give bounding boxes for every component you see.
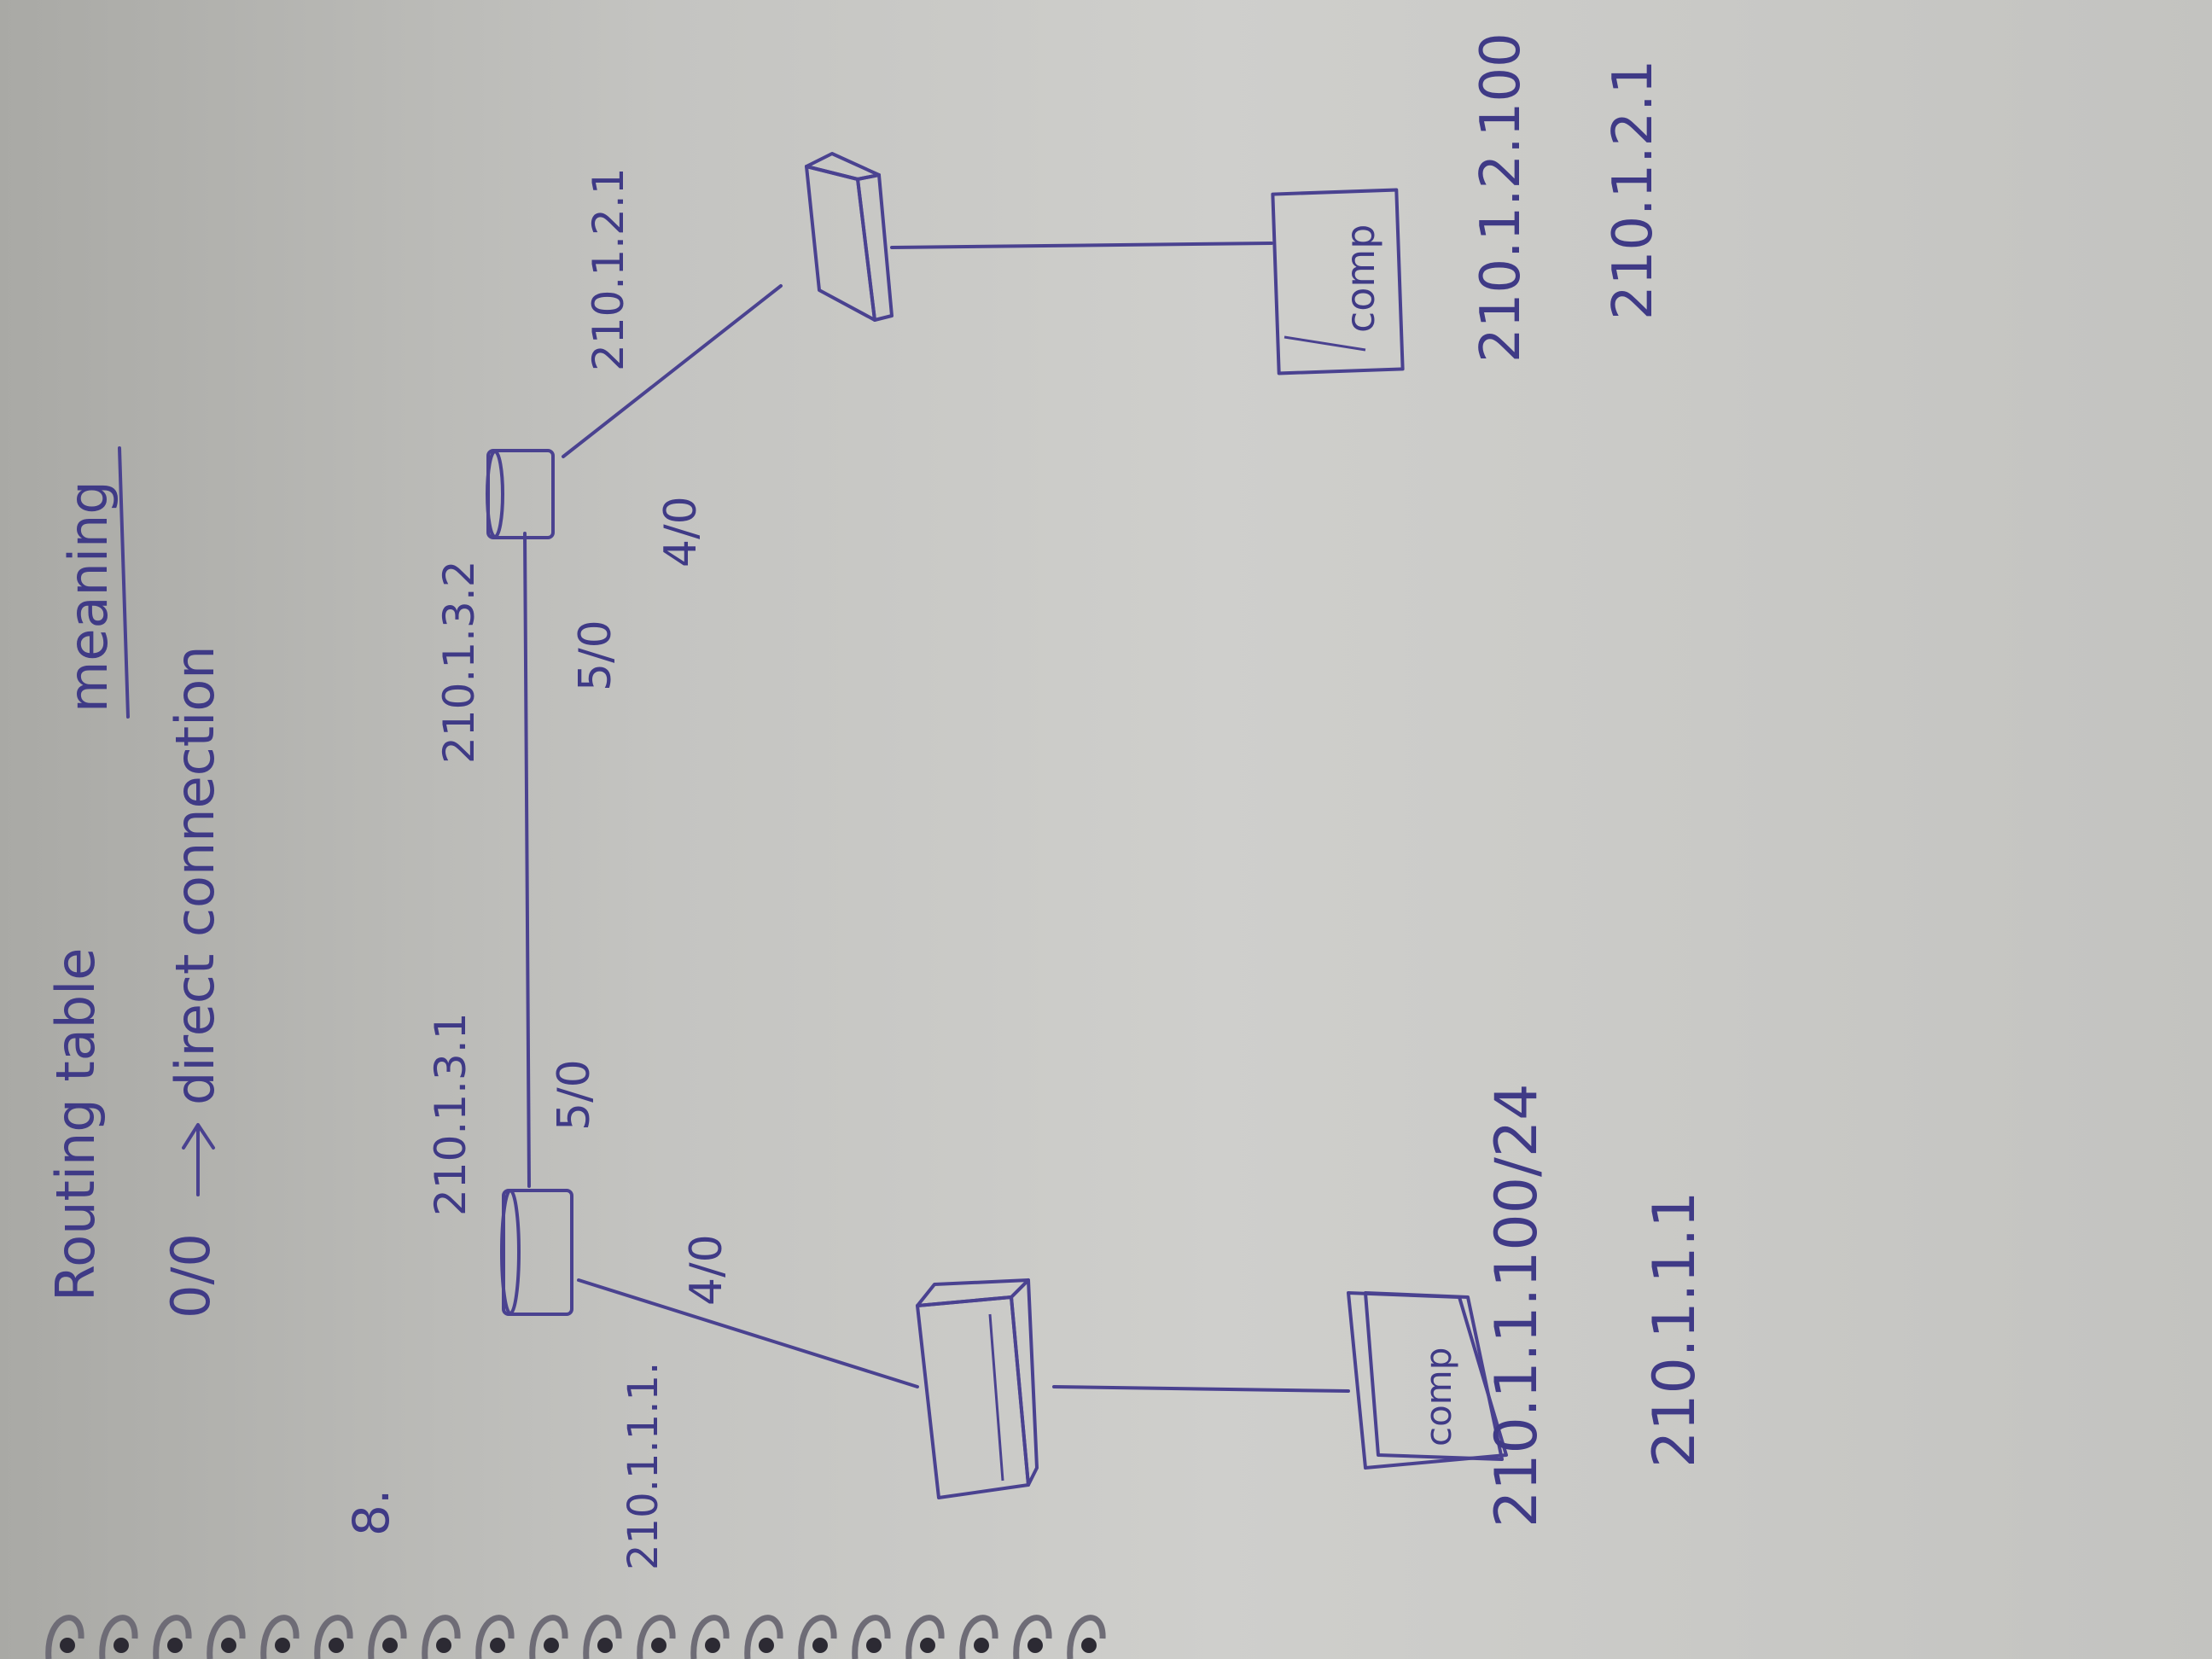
spiral-hole: [167, 1638, 183, 1653]
spiral-hole: [812, 1638, 828, 1653]
pc-right-gateway: 210.1.2.1: [1602, 60, 1665, 320]
pc-left-ip: 210.1.1.100/24: [1483, 1084, 1551, 1528]
spiral-hole: [544, 1638, 559, 1653]
spiral-hole: [382, 1638, 398, 1653]
spiral-ring: [744, 1615, 783, 1659]
meaning-underline: [118, 446, 130, 719]
legend-arrow-icon: [182, 1123, 215, 1196]
spiral-hole: [436, 1638, 451, 1653]
spiral-ring: [475, 1615, 515, 1659]
spiral-ring: [260, 1615, 300, 1659]
switch-right: [805, 152, 894, 322]
pc-right-label: comp: [1337, 224, 1383, 333]
spiral-hole: [920, 1638, 935, 1653]
spiral-ring: [959, 1615, 998, 1659]
spiral-hole: [329, 1638, 344, 1653]
spiral-hole: [114, 1638, 129, 1653]
spiral-ring: [1013, 1615, 1052, 1659]
router-left-port-50: 5/0: [549, 1059, 600, 1131]
spiral-ring: [207, 1615, 246, 1659]
spiral-binding: [45, 1615, 1106, 1659]
router-left-port-40: 4/0: [681, 1234, 732, 1306]
question-number: 8.: [342, 1489, 400, 1536]
router-left-g40-ip: 210.1.1.1.: [620, 1362, 667, 1570]
spiral-ring: [368, 1615, 407, 1659]
legend-meaning: direct connection: [164, 645, 226, 1105]
link-router-left-to-router-right: [523, 532, 531, 1188]
spiral-ring: [637, 1615, 676, 1659]
router-right-s50-ip: 210.1.3.2: [434, 560, 484, 764]
spiral-hole: [866, 1638, 882, 1653]
spiral-ring: [690, 1615, 730, 1659]
spiral-hole: [597, 1638, 613, 1653]
router-left: [500, 1189, 573, 1316]
spiral-ring: [153, 1615, 192, 1659]
spiral-ring: [798, 1615, 837, 1659]
pc-right-computer: [1271, 188, 1405, 375]
link-router-right-to-switch-right: [562, 284, 783, 458]
link-switch-left-to-pc-left: [1052, 1385, 1350, 1393]
router-left-s50-ip: 210.1.3.1: [426, 1012, 475, 1216]
switch-left: [916, 1278, 1039, 1499]
pc-left-label: comp: [1417, 1348, 1459, 1447]
spiral-hole: [1027, 1638, 1043, 1653]
router-right-g40-ip: 210.1.2.1: [584, 167, 633, 371]
spiral-hole: [490, 1638, 505, 1653]
text-labels: 8. Routing table meaning 0/0 direct conn…: [44, 32, 1708, 1570]
legend-code: 0/0: [160, 1233, 222, 1318]
router-right: [486, 449, 555, 539]
spiral-ring: [1067, 1615, 1106, 1659]
spiral-ring: [529, 1615, 568, 1659]
spiral-hole: [651, 1638, 667, 1653]
spiral-ring: [314, 1615, 353, 1659]
spiral-hole: [974, 1638, 989, 1653]
spiral-hole: [60, 1638, 75, 1653]
spiral-ring: [852, 1615, 891, 1659]
links: [523, 242, 1350, 1393]
spiral-ring: [905, 1615, 945, 1659]
link-switch-left-to-router-left: [577, 1278, 919, 1388]
spiral-hole: [275, 1638, 290, 1653]
spiral-ring: [99, 1615, 138, 1659]
title-routing-table: Routing table: [44, 948, 107, 1301]
spiral-ring: [422, 1615, 461, 1659]
router-right-port-40: 4/0: [655, 496, 707, 568]
link-switch-right-to-pc-right: [890, 242, 1273, 249]
spiral-hole: [1081, 1638, 1097, 1653]
router-right-port-50: 5/0: [570, 620, 621, 691]
pc-left-gateway: 210.1.1.1: [1641, 1191, 1708, 1468]
pc-right-ip: 210.1.2.100: [1470, 32, 1533, 363]
spiral-hole: [221, 1638, 236, 1653]
pc-left-computer: [1347, 1291, 1508, 1470]
spiral-ring: [45, 1615, 84, 1659]
spiral-hole: [705, 1638, 720, 1653]
spiral-ring: [583, 1615, 622, 1659]
spiral-hole: [759, 1638, 774, 1653]
title-meaning: meaning: [57, 480, 119, 713]
